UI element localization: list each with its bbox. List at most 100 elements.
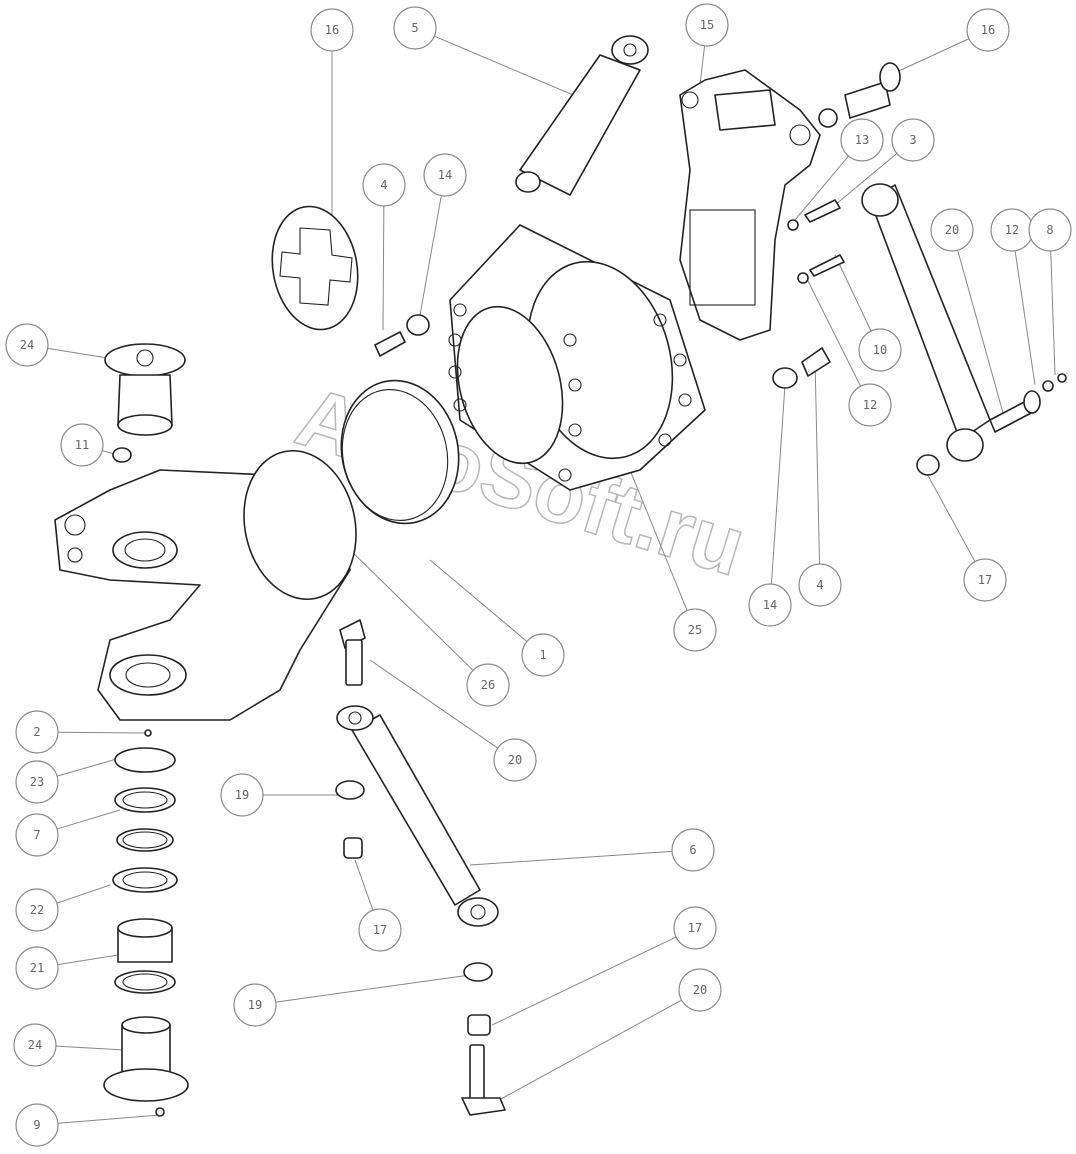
callout-bubble: 10	[858, 328, 902, 372]
callout-circle	[798, 563, 842, 607]
callout-label: 15	[700, 18, 714, 32]
callout-circle	[673, 906, 717, 950]
callout-circle	[15, 760, 59, 804]
leader-line	[56, 809, 121, 830]
callout-label: 12	[1005, 223, 1019, 237]
callout-bubble: 5	[393, 6, 437, 50]
callout-label: 16	[325, 23, 339, 37]
callout-bubble: 24	[5, 323, 49, 367]
callout-bubble: 20	[493, 738, 537, 782]
callout-label: 6	[689, 843, 696, 857]
callout-circle	[493, 738, 537, 782]
leader-line	[354, 859, 374, 911]
leader-line	[1050, 250, 1056, 376]
callout-label: 16	[981, 23, 995, 37]
callout-label: 9	[33, 1118, 40, 1132]
leader-line	[344, 544, 474, 671]
leader-lines	[47, 35, 1056, 1124]
callout-label: 10	[873, 343, 887, 357]
callout-label: 17	[688, 921, 702, 935]
leader-line	[369, 659, 498, 749]
callout-circle	[748, 583, 792, 627]
callout-circle	[963, 558, 1007, 602]
gasket-disc	[271, 205, 359, 331]
callout-circle	[15, 888, 59, 932]
leader-line	[1014, 250, 1036, 386]
callout-label: 8	[1046, 223, 1053, 237]
callout-label: 13	[855, 133, 869, 147]
callout-bubble: 19	[233, 983, 277, 1027]
leader-line	[804, 274, 862, 387]
pin-top-right	[818, 62, 901, 128]
callout-bubble: 23	[15, 760, 59, 804]
leader-line	[489, 999, 682, 1106]
bushing-17-lower	[467, 1014, 491, 1036]
callout-label: 1	[539, 648, 546, 662]
leader-line	[629, 469, 688, 611]
leader-line	[834, 153, 898, 206]
lower-kingpin-stack	[103, 729, 189, 1117]
pin-right	[916, 373, 1067, 476]
leader-line	[429, 559, 528, 642]
callout-circle	[220, 773, 264, 817]
callout-circle	[15, 1103, 59, 1147]
callout-label: 24	[20, 338, 34, 352]
callout-label: 3	[909, 133, 916, 147]
callout-label: 4	[816, 578, 823, 592]
leader-line	[57, 1114, 161, 1124]
callout-circle	[362, 163, 406, 207]
callout-bubble: 17	[963, 558, 1007, 602]
callout-label: 20	[693, 983, 707, 997]
leader-line	[57, 757, 121, 777]
callout-label: 17	[978, 573, 992, 587]
callout-circle	[858, 328, 902, 372]
callout-circle	[423, 153, 467, 197]
pin-mid	[339, 619, 366, 686]
callout-bubble: 3	[891, 118, 935, 162]
callout-bubble: 8	[1028, 208, 1072, 252]
callout-bubble: 25	[673, 608, 717, 652]
callout-bubble: 17	[673, 906, 717, 950]
callout-label: 19	[248, 998, 262, 1012]
leader-line	[924, 469, 976, 562]
callout-circle	[466, 663, 510, 707]
callout-bubble: 7	[15, 813, 59, 857]
callout-bubble: 12	[848, 383, 892, 427]
swing-bracket	[679, 69, 821, 341]
leader-line	[469, 850, 673, 866]
callout-circle	[671, 828, 715, 872]
callout-label: 2	[33, 725, 40, 739]
leader-line	[382, 205, 385, 331]
leader-line	[834, 254, 872, 332]
callout-bubble: 20	[678, 968, 722, 1012]
callout-bubble: 14	[423, 153, 467, 197]
callout-circle	[891, 118, 935, 162]
callout-label: 14	[438, 168, 452, 182]
callout-label: 25	[688, 623, 702, 637]
callout-circle	[685, 3, 729, 47]
bolt-washer-right	[772, 347, 831, 389]
callout-label: 20	[945, 223, 959, 237]
callout-circle	[15, 813, 59, 857]
leader-line	[957, 250, 1006, 421]
callout-bubble: 17	[358, 908, 402, 952]
callout-label: 21	[30, 961, 44, 975]
callout-circle	[310, 8, 354, 52]
steering-knuckle	[54, 449, 357, 721]
callout-bubble: 6	[671, 828, 715, 872]
callout-label: 12	[863, 398, 877, 412]
callout-circle	[5, 323, 49, 367]
callout-label: 5	[411, 21, 418, 35]
callout-bubble: 14	[748, 583, 792, 627]
small-bolts	[787, 199, 845, 284]
callout-label: 26	[481, 678, 495, 692]
ring	[340, 379, 460, 525]
callout-circle	[233, 983, 277, 1027]
callout-bubble: 4	[798, 563, 842, 607]
leader-line	[275, 974, 471, 1003]
hydraulic-cylinder-lower	[336, 705, 499, 927]
callout-circle	[966, 8, 1010, 52]
callout-bubble: 19	[220, 773, 264, 817]
leader-line	[814, 359, 821, 565]
